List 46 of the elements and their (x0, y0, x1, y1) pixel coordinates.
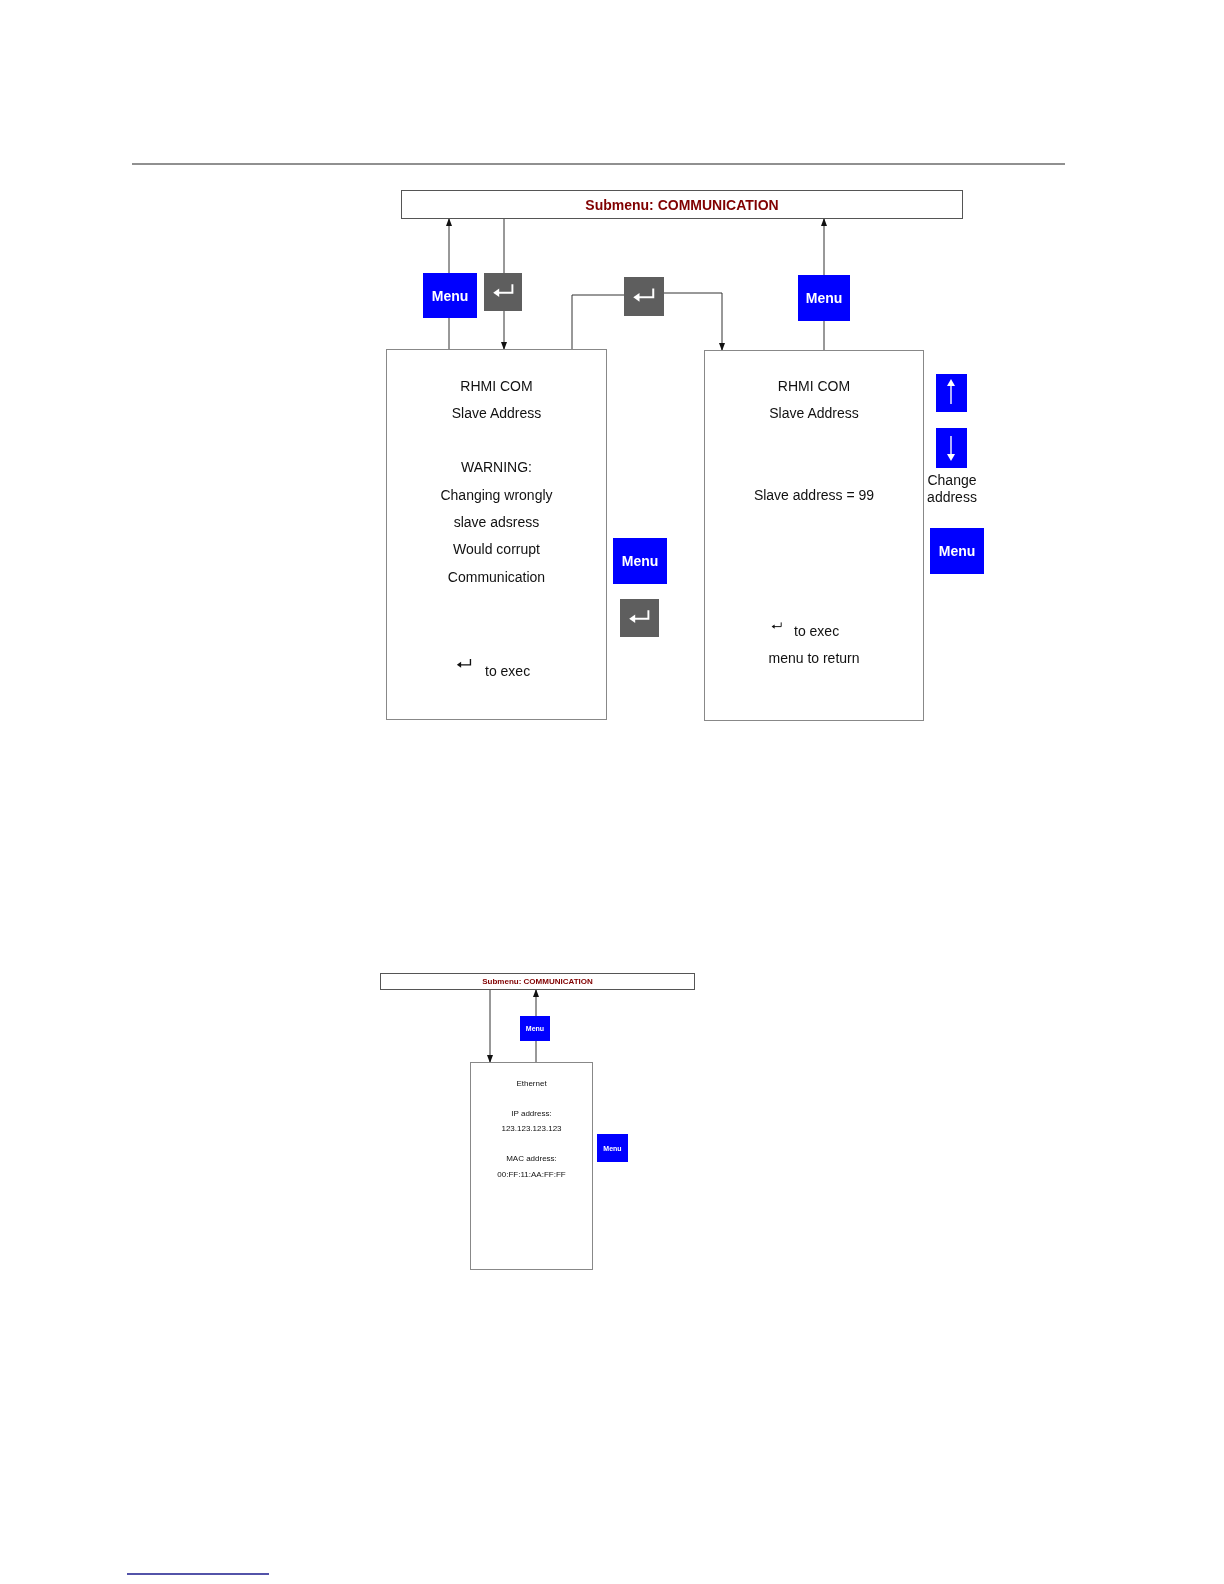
display-screen (704, 350, 924, 721)
menu-key: Menu (930, 528, 984, 574)
screen-text: Communication (446, 568, 547, 586)
connector-line (571, 294, 625, 350)
arrow (663, 292, 725, 351)
screen-text: WARNING: (459, 458, 533, 476)
screen-text: RHMI COM (776, 377, 852, 395)
screen-text: MAC address: (505, 1154, 558, 1164)
display-screen (470, 1062, 593, 1270)
down-key (936, 428, 967, 468)
enter-key (624, 277, 664, 316)
screen-text: to exec (794, 622, 840, 640)
arrow (487, 989, 493, 1063)
screen-text: Slave Address (768, 404, 860, 422)
arrow (821, 218, 827, 276)
enter-key (484, 273, 522, 311)
screen-text: Slave Address (450, 404, 543, 422)
screen-text: 00:FF:11:AA:FF:FF (496, 1170, 567, 1180)
connector-line (448, 317, 450, 350)
menu-key: Menu (423, 273, 477, 318)
screen-text: Slave address = 99 (752, 486, 876, 504)
submenu-header (380, 973, 695, 990)
screen-text: Would corrupt (452, 540, 541, 558)
screen-text: to exec (485, 662, 531, 680)
screen-text: menu to return (767, 649, 861, 667)
arrow (446, 218, 452, 274)
connector-line (535, 1040, 537, 1063)
screen-text: Changing wrongly (439, 486, 554, 504)
arrow (501, 310, 507, 350)
header-text: Submenu: COMMUNICATION (585, 196, 779, 213)
connector-line (823, 320, 825, 351)
arrow (533, 989, 539, 1017)
screen-text: slave adsress (452, 513, 541, 531)
display-screen (386, 349, 607, 720)
key-caption: Change address (926, 472, 978, 506)
screen-text: 123.123.123.123 (500, 1124, 563, 1134)
connector-line (503, 218, 505, 274)
screen-text: Ethernet (515, 1079, 548, 1089)
menu-key: Menu (613, 538, 667, 584)
screen-text: RHMI COM (459, 377, 534, 395)
submenu-header (401, 190, 963, 219)
enter-key (620, 599, 659, 637)
menu-key: Menu (798, 275, 850, 321)
header-text: Submenu: COMMUNICATION (482, 977, 593, 986)
up-key (936, 374, 967, 412)
screen-text: IP address: (510, 1109, 553, 1119)
